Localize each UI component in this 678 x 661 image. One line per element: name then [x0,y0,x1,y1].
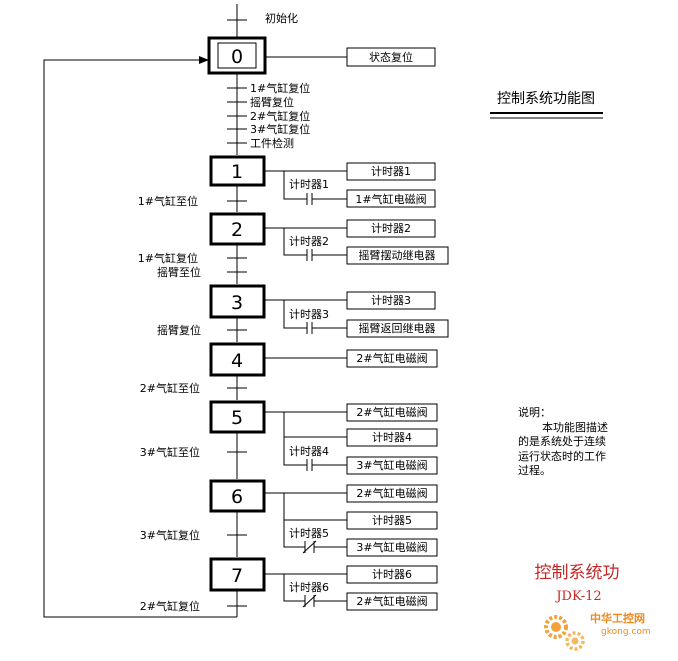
action-boxes [346,47,449,611]
step-7-number: 7 [231,565,243,587]
action-timer-3: 计时器3 [371,294,411,307]
condition-label: 摇臂复位 [250,95,294,109]
condition-label: 2#气缸复位 [140,599,200,613]
condition-label: 1#气缸复位 [250,81,310,95]
init-label: 初始化 [265,11,298,25]
action-arm-swing-relay: 摇臂摆动继电器 [359,248,436,262]
loop-arrow-icon [199,56,209,64]
note-line: 本功能图描述 [542,420,608,434]
main-flow-line [43,4,238,618]
condition-label: 2#气缸复位 [250,109,310,123]
no-contact-icon [306,459,313,471]
action-cyl2-valve: 2#气缸电磁阀 [356,351,427,365]
condition-label: 1#气缸复位 [138,251,198,265]
step-1-number: 1 [231,161,243,183]
step-2: 2 [209,212,266,246]
contact-label: 计时器1 [289,178,329,191]
step-0-number: 0 [231,46,243,68]
timer-contacts [302,193,317,608]
transition-ticks [227,19,247,607]
action-timer-4: 计时器4 [372,431,412,444]
nc-contact-icon [302,540,317,554]
nc-contact-icon [302,594,317,608]
note-heading: 说明： [518,406,551,419]
watermark-url: gkong.com [601,627,651,637]
condition-label: 3#气缸至位 [140,445,200,459]
contact-label: 计时器6 [289,581,329,594]
watermark-text: 中华工控网 [590,611,645,625]
no-contact-icon [306,249,313,261]
action-state-reset: 状态复位 [369,50,413,64]
step-3-number: 3 [231,292,243,314]
action-wires [264,56,347,602]
step-4: 4 [209,342,266,377]
condition-label: 摇臂复位 [157,323,201,337]
step-2-number: 2 [231,219,243,241]
action-timer-1: 计时器1 [371,165,411,178]
step-0: 0 [207,36,267,75]
red-title: 控制系统功 [535,563,620,583]
note-block: 说明： 本功能图描述 的是系统处于连续 运行状态时的工作 过程。 [518,406,630,479]
action-timer-5: 计时器5 [372,514,412,527]
action-timer-6: 计时器6 [372,568,412,581]
condition-label: 2#气缸至位 [140,381,200,395]
step-3: 3 [209,284,266,319]
no-contact-icon [306,322,313,334]
action-cyl2-valve: 2#气缸电磁阀 [356,486,427,500]
action-arm-return-relay: 摇臂返回继电器 [359,321,436,335]
diagram-title: 控制系统功能图 [497,91,595,107]
note-line: 的是系统处于连续 [518,435,606,448]
red-code: JDK-12 [554,589,601,604]
action-cyl1-valve: 1#气缸电磁阀 [355,192,426,206]
action-cyl2-valve: 2#气缸电磁阀 [356,594,427,608]
action-cyl3-valve: 3#气缸电磁阀 [356,540,427,554]
step-6: 6 [209,479,266,513]
condition-label: 工件检测 [250,136,294,150]
gear-logo-icon [544,615,585,651]
action-cyl3-valve: 3#气缸电磁阀 [356,458,427,472]
note-line: 过程。 [518,464,551,477]
step-1: 1 [209,155,266,187]
step-4-number: 4 [231,350,243,372]
step-7: 7 [209,557,266,592]
step-6-number: 6 [231,486,243,508]
contact-label: 计时器4 [289,445,329,458]
condition-label: 摇臂至位 [157,265,201,279]
condition-label: 3#气缸复位 [140,528,200,542]
action-cyl2-valve: 2#气缸电磁阀 [356,405,427,419]
condition-label: 1#气缸至位 [138,194,198,208]
step-5: 5 [209,400,266,434]
note-line: 运行状态时的工作 [518,449,606,463]
contact-label: 计时器2 [289,235,329,248]
no-contact-icon [306,193,313,205]
contact-label: 计时器5 [289,527,329,540]
step-5-number: 5 [231,407,243,429]
action-timer-2: 计时器2 [371,222,411,235]
condition-label: 3#气缸复位 [250,122,310,136]
contact-label: 计时器3 [289,308,329,321]
